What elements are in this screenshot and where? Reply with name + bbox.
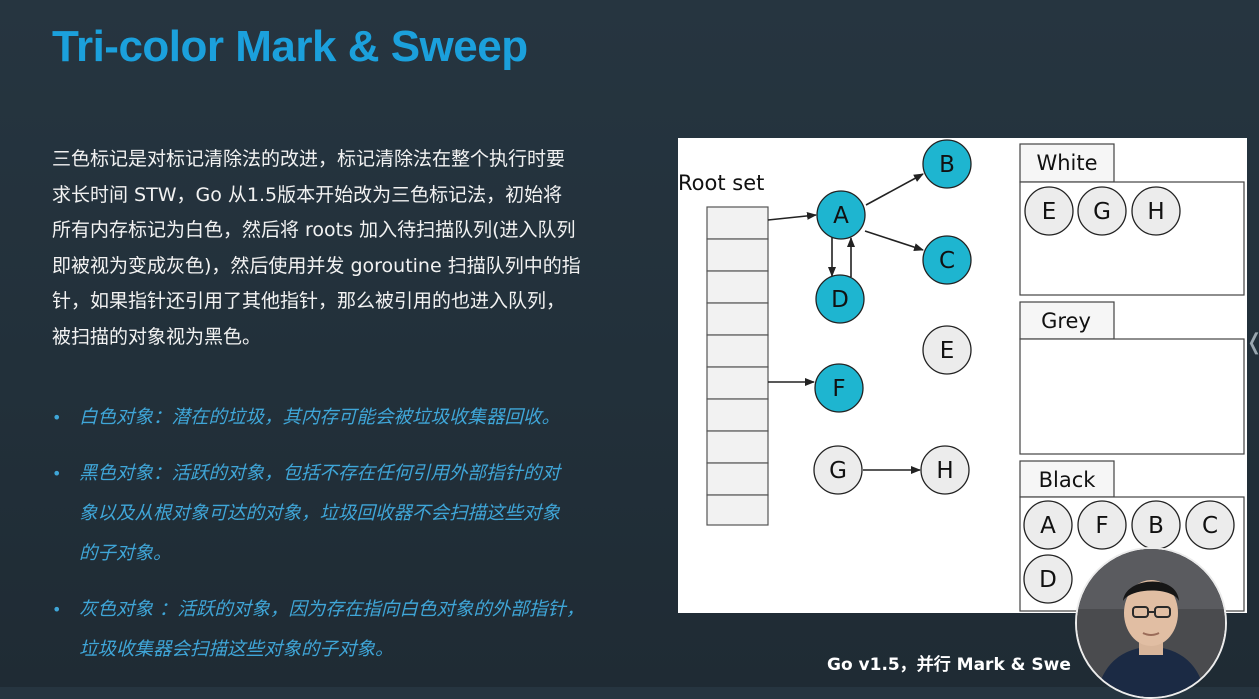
node-b-label: B <box>939 152 955 178</box>
intro-line: 三色标记是对标记清除法的改进，标记清除法在整个执行时要 <box>52 148 566 170</box>
white-set-label: White <box>1036 151 1097 175</box>
edge-a-to-b <box>865 173 924 206</box>
bullet-dot-icon: • <box>52 464 62 483</box>
node-f-label: F <box>832 376 845 402</box>
grey-set-label: Grey <box>1041 309 1091 333</box>
root-slot <box>706 270 769 304</box>
root-slot <box>706 238 769 272</box>
bullet-line: 垃圾收集器会扫描这些对象的子对象。 <box>79 639 394 660</box>
node-c: C <box>922 235 972 285</box>
node-c-label: C <box>939 248 955 274</box>
video-caption: Go v1.5，并行 Mark & Swe <box>827 655 1071 675</box>
presenter-avatar <box>1075 547 1227 699</box>
black-item-label: A <box>1040 513 1056 539</box>
bullet-dot-icon: • <box>52 600 62 619</box>
root-set-stack <box>706 206 769 526</box>
intro-line: 求长时间 STW，Go 从1.5版本开始改为三色标记法，初始将 <box>52 183 563 206</box>
bullet-line: 灰色对象 ：活跃的对象，因为存在指向白色对象的外部指针， <box>79 599 585 620</box>
bullet-line: 白色对象：潜在的垃圾，其内存可能会被垃圾收集器回收。 <box>79 407 561 428</box>
intro-line: 即被视为变成灰色)，然后使用并发 goroutine 扫描队列中的指 <box>52 254 581 277</box>
black-item-label: B <box>1148 513 1164 539</box>
intro-paragraph: 三色标记是对标记清除法的改进，标记清除法在整个执行时要 求长时间 STW，Go … <box>52 142 672 355</box>
white-item-label: E <box>1042 199 1057 225</box>
grey-set-box: Grey <box>1019 301 1245 455</box>
root-slot <box>706 206 769 240</box>
chevron-left-icon[interactable]: ❬ <box>1245 330 1259 355</box>
edge-root-to-a <box>767 211 817 221</box>
node-g: G <box>813 445 863 495</box>
root-slot <box>706 430 769 464</box>
bullet-line: 黑色对象：活跃的对象，包括不存在任何引用外部指针的对 <box>79 463 561 484</box>
node-f: F <box>814 363 864 413</box>
root-slot <box>706 366 769 400</box>
edge-a-to-c <box>864 230 924 251</box>
node-e: E <box>922 325 972 375</box>
white-item-label: G <box>1093 199 1111 225</box>
black-item-label: D <box>1039 567 1057 593</box>
bullet-dot-icon: • <box>52 408 62 427</box>
root-slot <box>706 302 769 336</box>
intro-line: 被扫描的对象视为黑色。 <box>52 325 262 348</box>
slide-title: Tri-color Mark & Sweep <box>52 22 528 71</box>
root-set-label: Root set <box>678 171 764 195</box>
root-slot <box>706 398 769 432</box>
bullet-line: 的子对象。 <box>79 543 172 564</box>
intro-line: 针，如果指针还引用了其他指针，那么被引用的也进入队列， <box>52 290 566 312</box>
node-h: H <box>920 445 970 495</box>
bullet-line: 象以及从根对象可达的对象，垃圾回收器不会扫描这些对象 <box>79 503 561 524</box>
black-set-label: Black <box>1039 468 1097 492</box>
black-item-label: C <box>1202 513 1218 539</box>
node-h-label: H <box>936 458 953 484</box>
root-slot <box>706 462 769 496</box>
root-slot <box>706 334 769 368</box>
bullet-black-objects: • 黑色对象：活跃的对象，包括不存在任何引用外部指针的对 象以及从根对象可达的对… <box>52 454 680 574</box>
bullet-white-objects: • 白色对象：潜在的垃圾，其内存可能会被垃圾收集器回收。 <box>52 398 680 438</box>
node-d-label: D <box>831 287 849 313</box>
white-set-box: White E G H <box>1019 143 1245 296</box>
intro-line: 所有内存标记为白色，然后将 roots 加入待扫描队列(进入队列 <box>52 219 576 241</box>
bullet-grey-objects: • 灰色对象 ：活跃的对象，因为存在指向白色对象的外部指针， 垃圾收集器会扫描这… <box>52 590 680 670</box>
node-a-label: A <box>833 203 849 229</box>
node-a: A <box>816 190 866 240</box>
node-d: D <box>815 274 865 324</box>
node-e-label: E <box>940 338 955 364</box>
tricolor-diagram: Root set A <box>678 138 1247 613</box>
node-b: B <box>922 139 972 189</box>
white-item-label: H <box>1147 199 1164 225</box>
node-g-label: G <box>829 458 847 484</box>
object-color-list: • 白色对象：潜在的垃圾，其内存可能会被垃圾收集器回收。 • 黑色对象：活跃的对… <box>52 398 680 686</box>
black-item-label: F <box>1095 513 1108 539</box>
root-slot <box>706 494 769 526</box>
